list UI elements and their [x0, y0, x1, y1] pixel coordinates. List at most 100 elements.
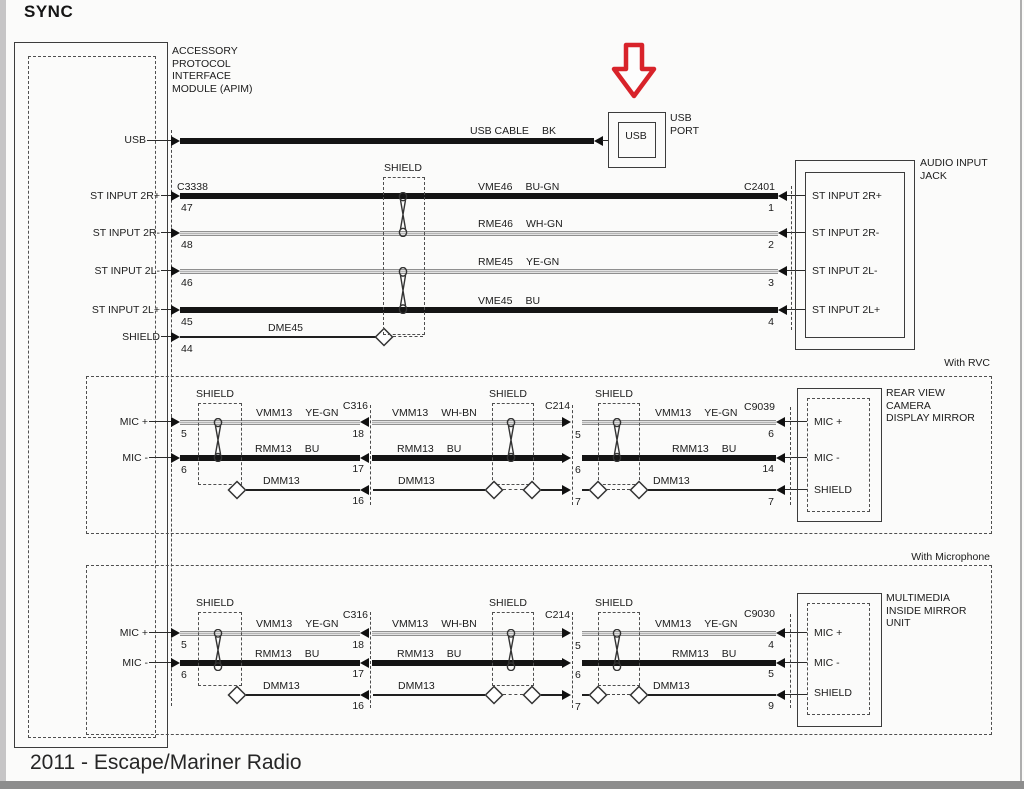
shield-twist-icon	[398, 192, 408, 237]
wire	[180, 336, 376, 338]
connector-dashed-line	[370, 612, 371, 708]
text-label: 1	[768, 202, 774, 214]
shield-box	[198, 612, 242, 686]
apim-box	[14, 42, 168, 748]
wire-stub	[785, 694, 807, 695]
text-label: 2	[768, 239, 774, 251]
region-label-microphone: With Microphone	[911, 551, 990, 563]
text-label: DMM13	[263, 475, 300, 487]
wire-arrow-icon	[171, 305, 180, 315]
text-label: DMM13	[653, 475, 690, 487]
dashed-line	[393, 336, 423, 337]
wire	[582, 420, 776, 425]
wire-arrow-icon	[778, 305, 787, 315]
wire-arrow-icon	[171, 191, 180, 201]
scan-right-edge	[1020, 0, 1022, 781]
wire	[372, 631, 562, 636]
text-label: 17	[352, 668, 364, 680]
apim-caption: ACCESSORY PROTOCOL INTERFACE MODULE (API…	[172, 45, 253, 95]
shield-twist-icon	[612, 629, 622, 671]
wire-arrow-icon	[360, 628, 369, 638]
rvc-mirror-box	[797, 388, 882, 522]
text-label: 3	[768, 277, 774, 289]
wire	[582, 455, 776, 461]
text-label: 46	[181, 277, 193, 289]
splice-diamond-icon	[629, 480, 649, 500]
splice-diamond-icon	[629, 685, 649, 705]
usb-port-text: USB	[625, 130, 647, 142]
shield-box	[598, 612, 640, 686]
wire-stub	[787, 309, 805, 310]
wire-arrow-icon	[171, 136, 180, 146]
wire-arrow-icon	[776, 417, 785, 427]
text-label: 17	[352, 463, 364, 475]
connector-dashed-line	[572, 612, 573, 708]
wire-color-label: BU	[446, 648, 462, 660]
circuit-label: RME45	[478, 256, 514, 268]
wire	[180, 455, 360, 461]
wire-arrow-icon	[171, 658, 180, 668]
wire	[582, 489, 589, 491]
wire-arrow-icon	[778, 191, 787, 201]
mm-mirror-inner-box	[807, 603, 870, 715]
shield-box	[492, 403, 534, 485]
wire-stub	[785, 662, 807, 663]
c2401-connector-line	[791, 186, 792, 330]
wire-arrow-icon	[171, 628, 180, 638]
text-label: MIC -	[814, 452, 840, 464]
text-label: SHIELD	[814, 687, 852, 699]
text-label: ST INPUT 2R+	[90, 190, 160, 202]
wire-stub	[149, 662, 171, 663]
text-label: MIC -	[122, 452, 148, 464]
text-label: MIC -	[814, 657, 840, 669]
usb-cable-wire	[180, 138, 594, 144]
wire-stub	[161, 270, 171, 271]
wire-arrow-icon	[171, 332, 180, 342]
connector-label-c9039: C9039	[744, 401, 775, 413]
circuit-label: RMM13	[672, 443, 709, 455]
wire-color-label: BU	[525, 295, 541, 307]
text-label: 5	[181, 428, 187, 440]
text-label: 47	[181, 202, 193, 214]
audio-jack-caption: AUDIO INPUT JACK	[920, 157, 988, 182]
circuit-label: RME46	[478, 218, 514, 230]
region-with-rvc	[86, 376, 992, 534]
wire	[180, 420, 360, 425]
circuit-label: VMM13	[256, 618, 293, 630]
wire	[180, 193, 778, 199]
audio-jack-inner-box	[805, 172, 905, 338]
usb-port-caption: USB PORT	[670, 112, 699, 137]
wire-color-label: YE-GN	[305, 407, 339, 419]
connector-label-c214: C214	[545, 609, 571, 621]
wire-arrow-icon	[562, 628, 571, 638]
wire-arrow-icon	[171, 453, 180, 463]
text-label: SHIELD	[595, 388, 633, 400]
wire-arrow-icon	[562, 417, 571, 427]
wire-stub	[787, 195, 805, 196]
circuit-label: VMM13	[392, 407, 429, 419]
wire-arrow-icon	[171, 417, 180, 427]
apim-pin-label-usb: USB	[124, 134, 146, 146]
wire-arrow-icon	[776, 690, 785, 700]
circuit-label: USB CABLE	[470, 125, 529, 137]
dashed-line	[503, 694, 523, 695]
circuit-label: VMM13	[392, 618, 429, 630]
text-label: DMM13	[398, 475, 435, 487]
wire-arrow-icon	[360, 485, 369, 495]
wire	[372, 455, 562, 461]
splice-diamond-icon	[484, 480, 504, 500]
shield-twist-icon	[506, 418, 516, 462]
connector-label-c3338: C3338	[177, 181, 208, 193]
wire-arrow-icon	[778, 228, 787, 238]
text-label: ST INPUT 2R-	[812, 227, 880, 239]
text-label: DMM13	[263, 680, 300, 692]
splice-diamond-icon	[484, 685, 504, 705]
circuit-label: VMM13	[256, 407, 293, 419]
text-label: 4	[768, 316, 774, 328]
circuit-label: VME45	[478, 295, 513, 307]
